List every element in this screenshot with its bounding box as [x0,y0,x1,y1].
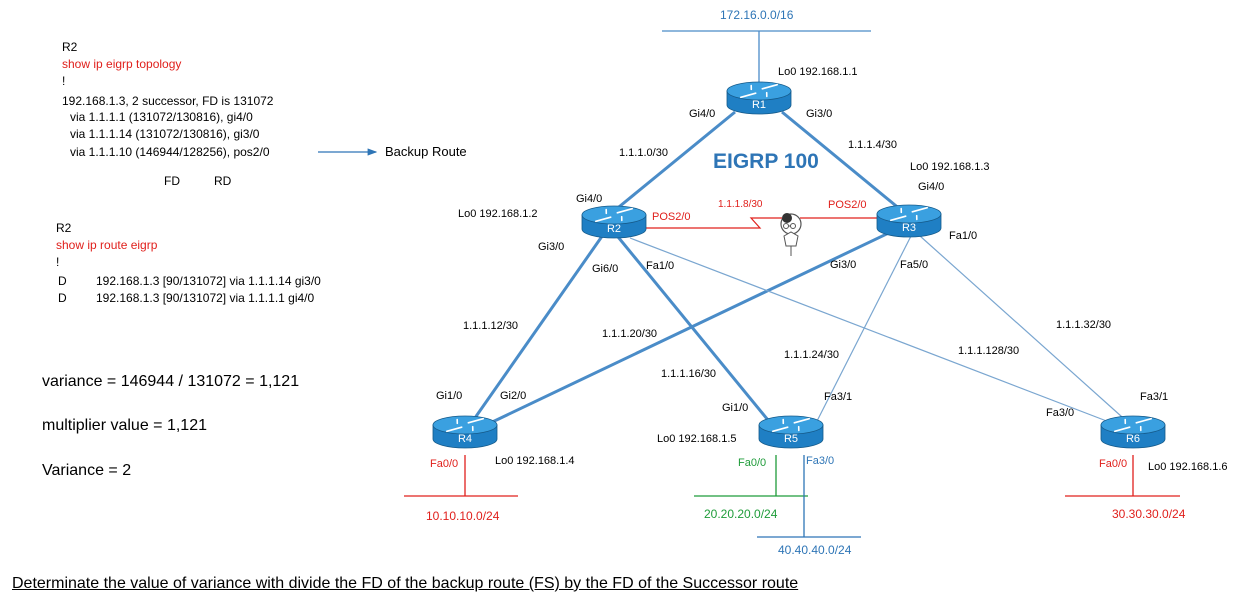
eigrp-title: EIGRP 100 [713,150,819,173]
r5-fa00-label: Fa0/0 [738,457,766,469]
r6-loopback: Lo0 192.168.1.6 [1148,461,1228,473]
router-r6: R6 [1100,415,1166,449]
r2-pos-label: POS2/0 [652,211,691,223]
variance-formula: variance = 146944 / 131072 = 1,121 [42,373,300,390]
r3-loopback: Lo0 192.168.1.3 [910,161,990,173]
multiplier-value: multiplier value = 1,121 [42,417,207,434]
router-label-r6: R6 [1126,433,1140,445]
subnet-1-1-1-128: 1.1.1.128/30 [958,345,1019,357]
r6-fa30-label: Fa3/0 [1046,407,1074,419]
router-r5: R5 [758,415,824,449]
r6-lan-label: 30.30.30.0/24 [1112,507,1186,521]
r5-lan-b-label: 40.40.40.0/24 [778,543,852,557]
router-label-r3: R3 [902,222,916,234]
topology-bang: ! [62,74,66,88]
r1-gi40-label: Gi4/0 [689,108,715,120]
router-r4: R4 [432,415,498,449]
r3-gi40-label: Gi4/0 [918,181,944,193]
r2-fa10-label: Fa1/0 [646,260,674,272]
subnet-1-1-1-16: 1.1.1.16/30 [661,368,716,380]
link-r3-r5 [814,235,912,426]
link-r2-r5 [612,231,774,426]
r2-gi30-label: Gi3/0 [538,241,564,253]
footer-caption: Determinate the value of variance with d… [12,575,799,592]
route-row-1-code: D [58,274,67,288]
router-label-r5: R5 [784,433,798,445]
pos-link-left [642,217,782,229]
topology-via-2: via 1.1.1.14 (131072/130816), gi3/0 [70,127,260,141]
router-label-r4: R4 [458,433,472,445]
subnet-1-1-1-12: 1.1.1.12/30 [463,320,518,332]
r3-gi30-label: Gi3/0 [830,259,856,271]
subnet-1-1-1-8: 1.1.1.8/30 [718,199,763,210]
topology-router: R2 [62,40,78,54]
route-row-2-text: 192.168.1.3 [90/131072] via 1.1.1.1 gi4/… [96,291,315,305]
topology-entry: 192.168.1.3, 2 successor, FD is 131072 [62,94,274,108]
route-command: show ip route eigrp [56,238,158,252]
r6-fa00-label: Fa0/0 [1099,458,1127,470]
topology-command: show ip eigrp topology [62,57,182,71]
route-row-1-text: 192.168.1.3 [90/131072] via 1.1.1.14 gi3… [96,274,321,288]
route-router: R2 [56,221,72,235]
router-r2: R2 [581,205,647,239]
subnet-1-1-1-4: 1.1.1.4/30 [848,139,897,151]
thin-links [629,235,1132,426]
r2-gi60-label: Gi6/0 [592,263,618,275]
router-r1: R1 [726,81,792,115]
topology-via-1: via 1.1.1.1 (131072/130816), gi4/0 [70,110,253,124]
r5-fa30-label: Fa3/0 [806,455,834,467]
r4-loopback: Lo0 192.168.1.4 [495,455,575,467]
rd-label: RD [214,174,232,188]
r2-gi40-label: Gi4/0 [576,193,602,205]
route-bang: ! [56,255,60,269]
r5-fa31-label: Fa3/1 [824,391,852,403]
person-icon [780,213,802,256]
topology-via-3: via 1.1.1.10 (146944/128256), pos2/0 [70,145,270,159]
link-r2-r4 [468,231,607,426]
subnet-1-1-1-24: 1.1.1.24/30 [784,349,839,361]
fd-label: FD [164,174,180,188]
r3-fa10-label: Fa1/0 [949,230,977,242]
r3-pos-label: POS2/0 [828,199,867,211]
router-label-r1: R1 [752,99,766,111]
r4-gi20-label: Gi2/0 [500,390,526,402]
pos-link [642,217,884,229]
backup-route-label: Backup Route [385,144,467,159]
r1-loopback: Lo0 192.168.1.1 [778,66,858,78]
subnet-1-1-1-0: 1.1.1.0/30 [619,147,668,159]
subnet-1-1-1-20: 1.1.1.20/30 [602,328,657,340]
router-r3: R3 [876,204,942,238]
link-r3-r4 [485,228,896,427]
top-network-label: 172.16.0.0/16 [720,8,794,22]
r4-fa00-label: Fa0/0 [430,458,458,470]
r5-gi10-label: Gi1/0 [722,402,748,414]
link-r1-r2 [613,110,736,213]
r3-fa50-label: Fa5/0 [900,259,928,271]
link-r1-r3 [781,110,902,212]
r5-loopback: Lo0 192.168.1.5 [657,433,737,445]
link-r2-r6 [629,237,1118,426]
lan-segments [404,455,1180,538]
r4-lan-label: 10.10.10.0/24 [426,509,500,523]
r6-fa31-label: Fa3/1 [1140,391,1168,403]
r5-lan-a-label: 20.20.20.0/24 [704,507,778,521]
r2-loopback: Lo0 192.168.1.2 [458,208,538,220]
thick-links [468,110,902,427]
variance-value: Variance = 2 [42,462,132,479]
r4-gi10-label: Gi1/0 [436,390,462,402]
router-label-r2: R2 [607,223,621,235]
route-row-2-code: D [58,291,67,305]
subnet-1-1-1-32: 1.1.1.32/30 [1056,319,1111,331]
diagram-labels: 172.16.0.0/16 EIGRP 100 Lo0 192.168.1.1 … [426,8,1228,557]
r1-gi30-label: Gi3/0 [806,108,832,120]
link-r3-r6 [919,235,1132,426]
